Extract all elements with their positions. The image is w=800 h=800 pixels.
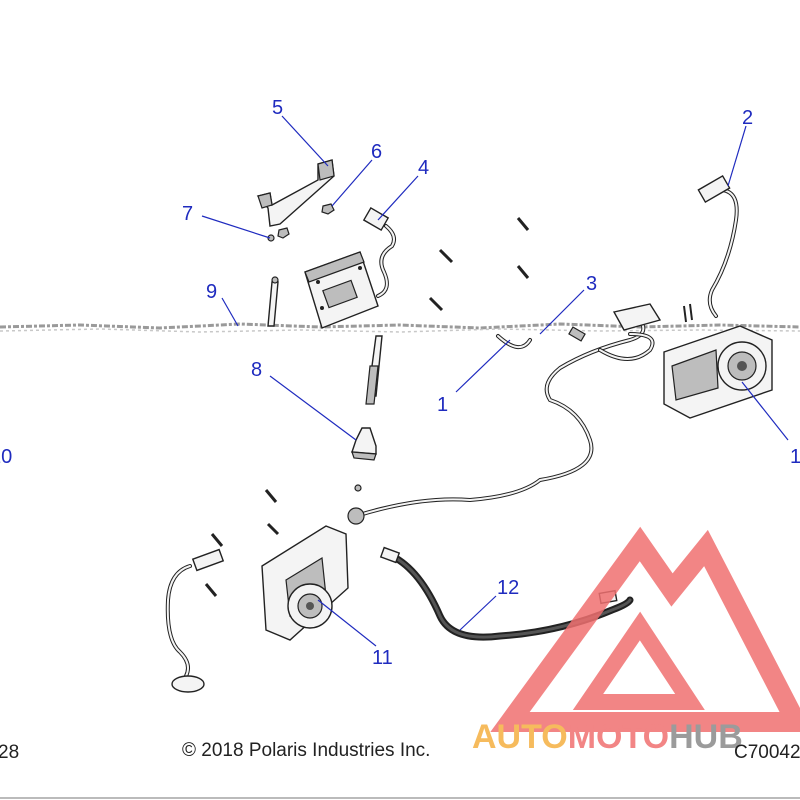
- callout-3: 3: [586, 273, 597, 295]
- left-speaker-harness: [165, 548, 225, 693]
- main-harness-cable: [347, 303, 662, 525]
- footer-page-number: 28: [0, 742, 19, 763]
- right-speaker-harness: [683, 174, 739, 323]
- callout-4: 4: [418, 157, 429, 179]
- watermark-logo: AUTOMOTOHUB: [472, 526, 800, 756]
- footer-diagram-code: C70042: [734, 742, 800, 763]
- watermark-text: AUTOMOTOHUB: [472, 718, 743, 756]
- left-speaker-enclosure: [261, 525, 349, 641]
- footer: 28 © 2018 Polaris Industries Inc. C70042: [0, 740, 800, 763]
- callout-12: 12: [497, 577, 519, 599]
- callout-5: 5: [272, 97, 283, 119]
- nut-part-6: [321, 203, 335, 215]
- module-harness: [362, 206, 396, 298]
- screws: [204, 217, 530, 597]
- callout-2: 2: [742, 107, 753, 129]
- leader-lines: [201, 115, 789, 647]
- callout-11: 11: [372, 647, 393, 669]
- nut-part-7: [267, 227, 290, 242]
- callout-1-right: 1: [790, 446, 800, 468]
- antenna-mast: [267, 276, 279, 327]
- control-module: [304, 251, 379, 329]
- footer-copyright: © 2018 Polaris Industries Inc.: [182, 740, 430, 761]
- mounting-bracket: [256, 159, 335, 227]
- callout-8: 8: [251, 359, 262, 381]
- callout-9: 9: [206, 281, 217, 303]
- callout-labels: 5 6 4 7 9 2 3 1 8 10 1 11 12: [0, 97, 800, 669]
- right-speaker-enclosure: [663, 325, 773, 419]
- callout-6: 6: [371, 141, 382, 163]
- callout-10: 10: [0, 446, 12, 468]
- antenna-assembly: [351, 335, 383, 461]
- scan-tear-line: [0, 322, 800, 333]
- callout-1-left: 1: [437, 394, 448, 416]
- callout-7: 7: [182, 203, 193, 225]
